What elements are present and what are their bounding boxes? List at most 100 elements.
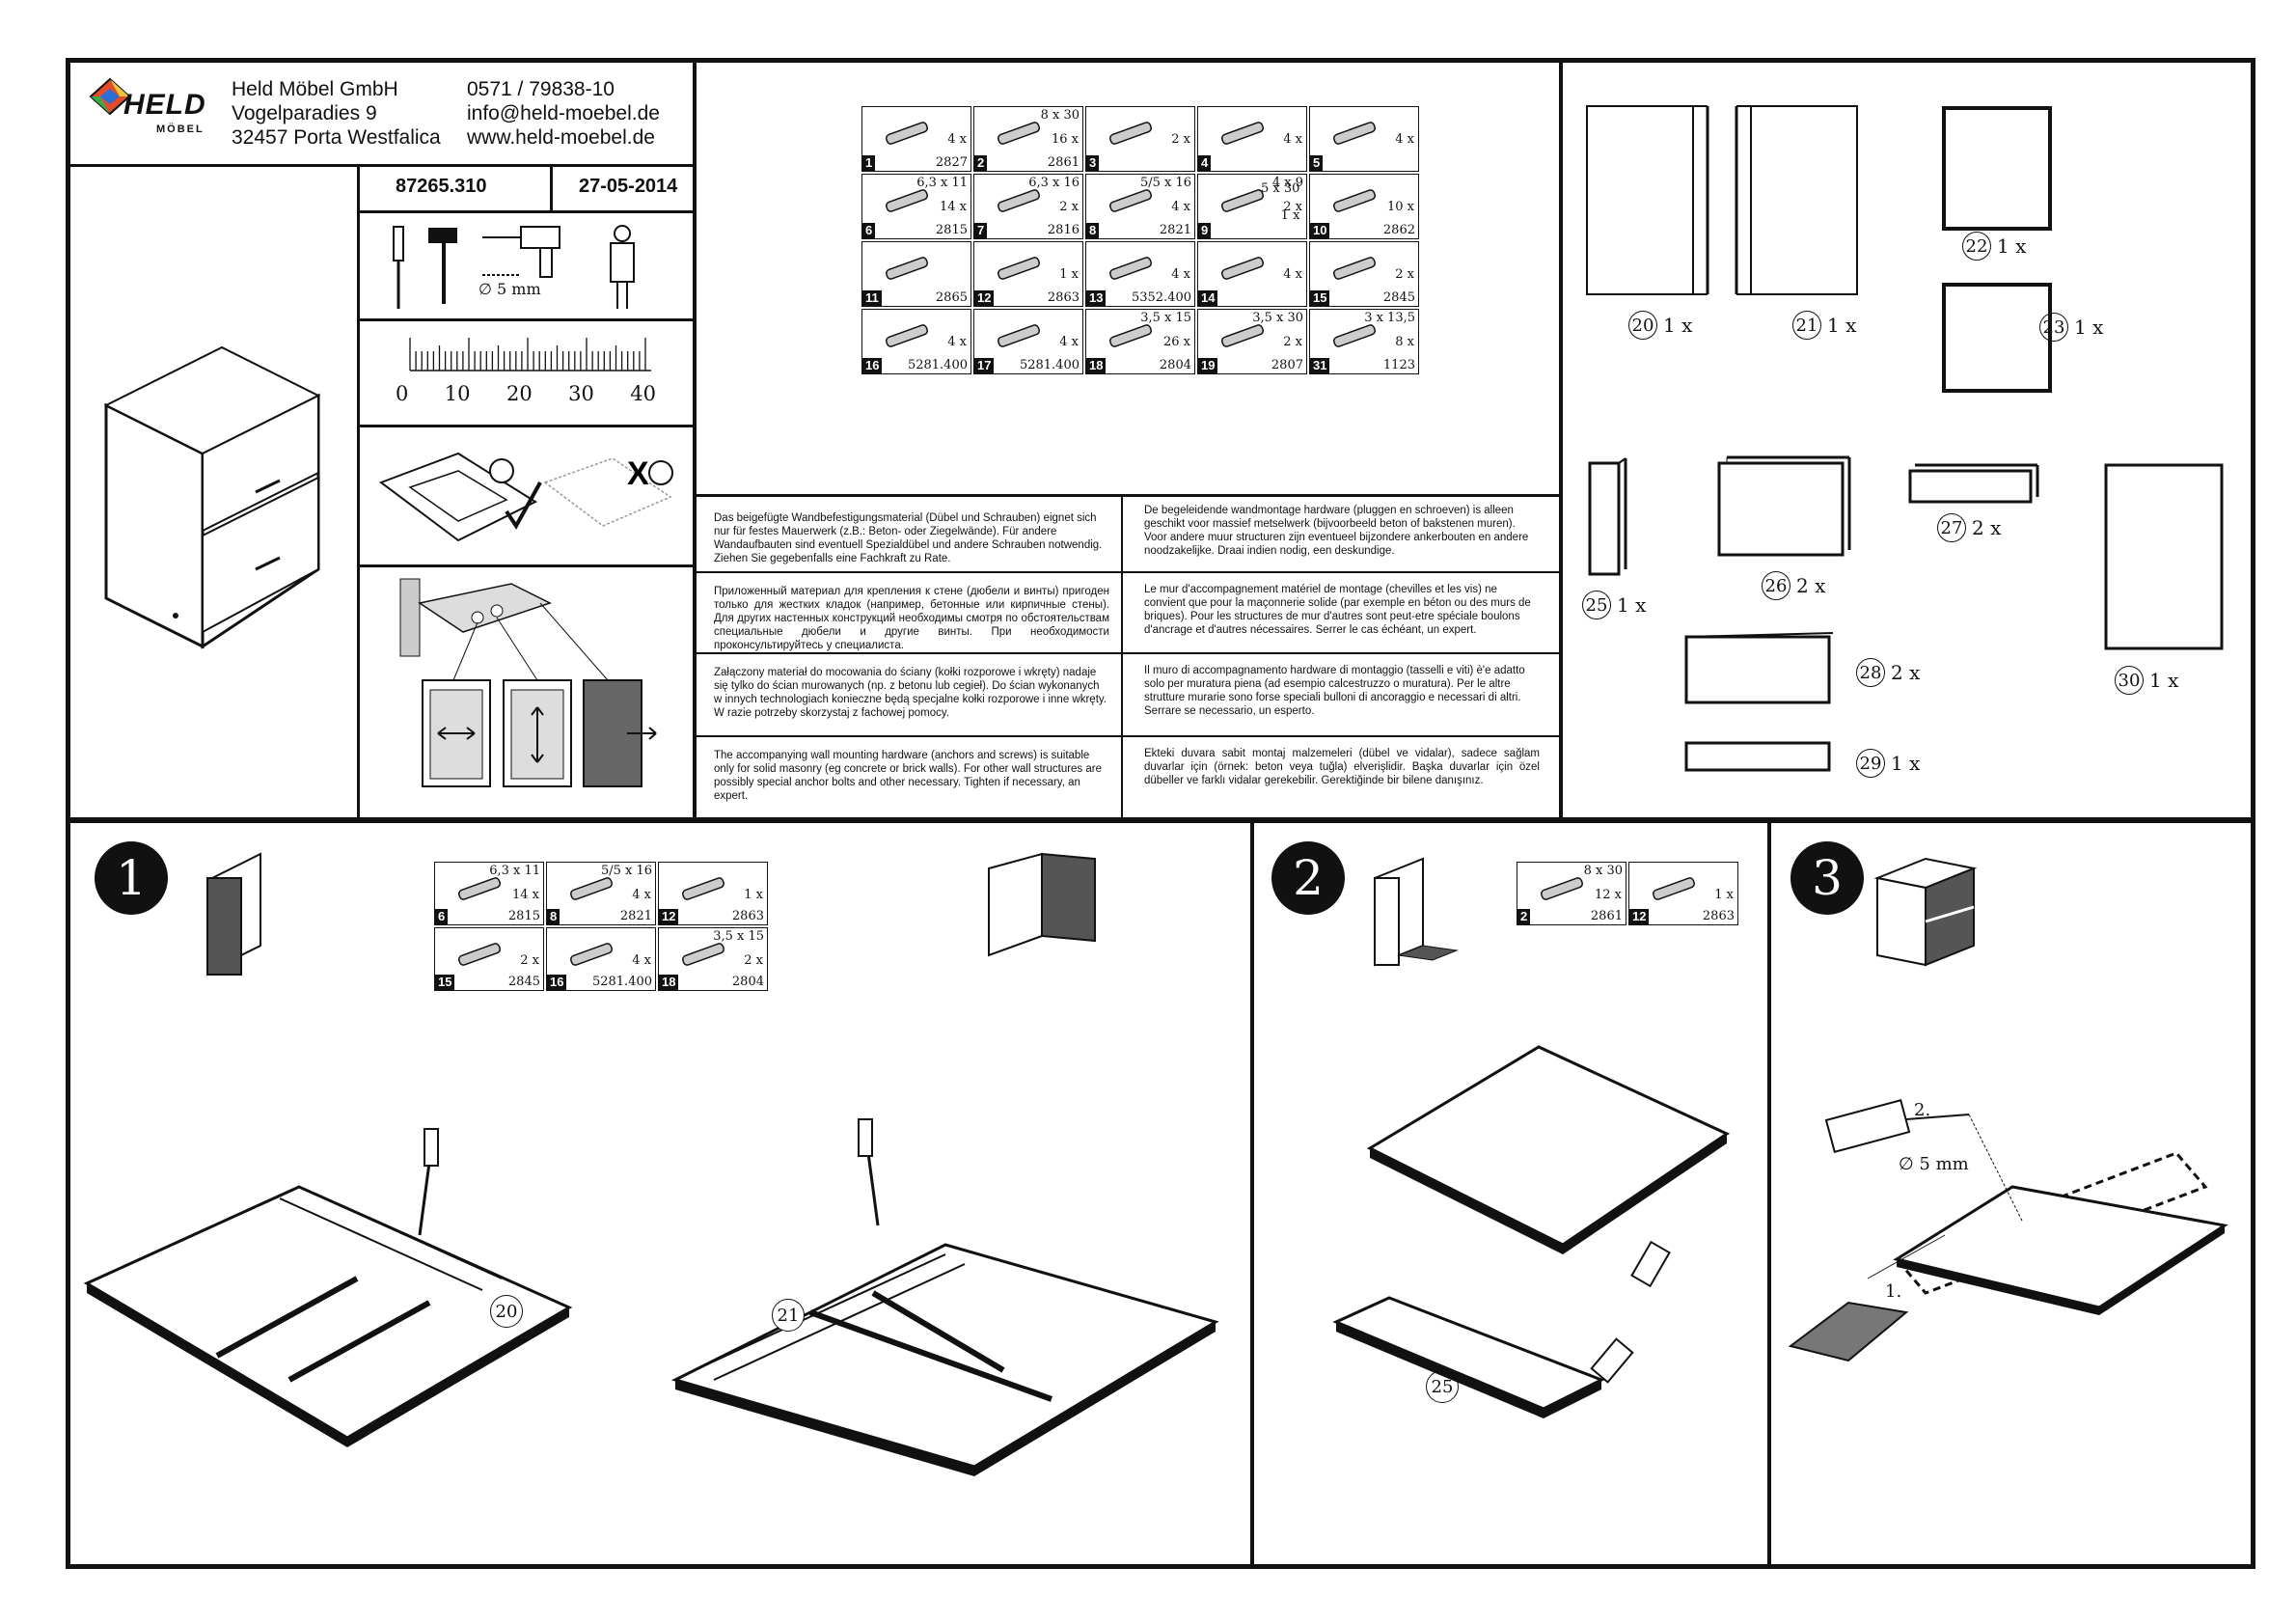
hardware-number: 11 xyxy=(862,290,882,306)
hardware-number: 8 xyxy=(1086,223,1100,238)
hardware-code: 2821 xyxy=(619,909,652,923)
assemble-on-carpet-icon: X xyxy=(378,452,673,542)
hardware-part-icon xyxy=(997,324,1041,347)
company-city: 32457 Porta Westfalica xyxy=(232,126,441,149)
company-logo: HELD MÖBEL xyxy=(85,75,220,147)
hardware-part-icon xyxy=(1332,257,1377,280)
hardware-number: 14 xyxy=(1198,290,1218,306)
hardware-size: 6,3 x 11 xyxy=(489,864,540,878)
warning-tr: Ekteki duvara sabit montaj malzemeleri (… xyxy=(1144,748,1540,786)
hardware-code: 2861 xyxy=(1047,155,1080,170)
hardware-9-extra-size: 5 x 30 xyxy=(1261,181,1300,196)
step-2-illustration xyxy=(1332,857,1731,1418)
hardware-quantity: 4 x xyxy=(947,335,967,350)
hardware-code: 2863 xyxy=(731,909,764,923)
part-number: 26 xyxy=(1762,571,1790,600)
hardware-code: 5281.400 xyxy=(907,358,968,372)
hardware-9-extra-qty: 1 x xyxy=(1280,208,1300,223)
part-number: 27 xyxy=(1937,513,1966,542)
hardware-code: 5281.400 xyxy=(1019,358,1080,372)
hardware-code: 2827 xyxy=(935,155,968,170)
step-1-part-20: 20 xyxy=(490,1295,523,1328)
hardware-quantity: 8 x xyxy=(1395,335,1414,350)
part-number: 20 xyxy=(1628,311,1657,340)
hardware-quantity: 2 x xyxy=(520,952,539,968)
svg-text:X: X xyxy=(627,455,649,492)
hardware-number: 12 xyxy=(659,909,679,924)
hardware-number: 6 xyxy=(862,223,876,238)
hardware-quantity: 12 x xyxy=(1594,887,1622,902)
hardware-size: 3,5 x 30 xyxy=(1252,311,1303,325)
part-number: 23 xyxy=(2039,313,2068,342)
hardware-part-icon xyxy=(1332,189,1377,212)
hardware-part-icon xyxy=(1332,324,1377,347)
hardware-number: 16 xyxy=(547,975,567,990)
ruler-label-30: 30 xyxy=(568,382,594,405)
hardware-number: 2 xyxy=(974,155,988,171)
hardware-size: 6,3 x 16 xyxy=(1028,176,1080,190)
hardware-part-icon xyxy=(1108,324,1153,347)
warning-it: Il muro di accompagnamento hardware di m… xyxy=(1144,665,1525,717)
hardware-number: 19 xyxy=(1198,358,1218,373)
doc-date: 27-05-2014 xyxy=(579,176,678,197)
hardware-part-icon xyxy=(1108,189,1153,212)
hardware-number: 31 xyxy=(1310,358,1330,373)
hardware-number: 12 xyxy=(1629,909,1650,924)
step-2-badge: 2 xyxy=(1271,841,1345,915)
hardware-code: 2845 xyxy=(507,975,540,989)
hardware-part-icon xyxy=(1652,877,1696,900)
held-logo-icon xyxy=(89,77,131,116)
step-1-badge: 1 xyxy=(95,841,168,915)
bottom-frame xyxy=(66,818,2255,1569)
hardware-part-icon xyxy=(1220,189,1265,212)
hardware-part-icon xyxy=(997,189,1041,212)
hinge-adjustment-illustration xyxy=(399,578,657,787)
hardware-quantity: 16 x xyxy=(1051,132,1079,148)
hardware-part-icon xyxy=(457,943,502,966)
hardware-part-icon xyxy=(681,877,725,900)
warning-fr: Le mur d'accompagnement matériel de mont… xyxy=(1144,584,1531,636)
hardware-size: 6,3 x 11 xyxy=(916,176,968,190)
hardware-part-icon xyxy=(1332,122,1377,145)
hardware-number: 5 xyxy=(1310,155,1324,171)
warning-pl: Załączony materiał do mocowania do ścian… xyxy=(714,667,1107,719)
company-email: info@held-moebel.de xyxy=(467,102,660,124)
hardware-quantity: 4 x xyxy=(632,887,651,902)
hardware-code: 2821 xyxy=(1159,223,1191,237)
hardware-part-icon xyxy=(997,257,1041,280)
part-quantity: 1 x xyxy=(1891,752,1921,775)
drill-step-1: 1. xyxy=(1885,1281,1902,1302)
hardware-part-icon xyxy=(1108,257,1153,280)
warning-de: Das beigefügte Wandbefestigungsmaterial … xyxy=(714,512,1103,564)
hardware-part-icon xyxy=(681,943,725,966)
hardware-quantity: 10 x xyxy=(1386,200,1414,215)
hardware-part-icon xyxy=(997,122,1041,145)
part-quantity: 1 x xyxy=(1827,314,1857,337)
hardware-size: 3,5 x 15 xyxy=(1140,311,1191,325)
logo-text: HELD xyxy=(123,89,206,121)
hardware-part-icon xyxy=(1540,877,1584,900)
hardware-code: 2804 xyxy=(731,975,764,989)
hardware-size: 5/5 x 16 xyxy=(600,864,652,878)
hardware-number: 7 xyxy=(974,223,988,238)
hardware-number: 4 xyxy=(1198,155,1212,171)
logo-subtext: MÖBEL xyxy=(156,124,205,135)
hardware-part-icon xyxy=(1220,257,1265,280)
